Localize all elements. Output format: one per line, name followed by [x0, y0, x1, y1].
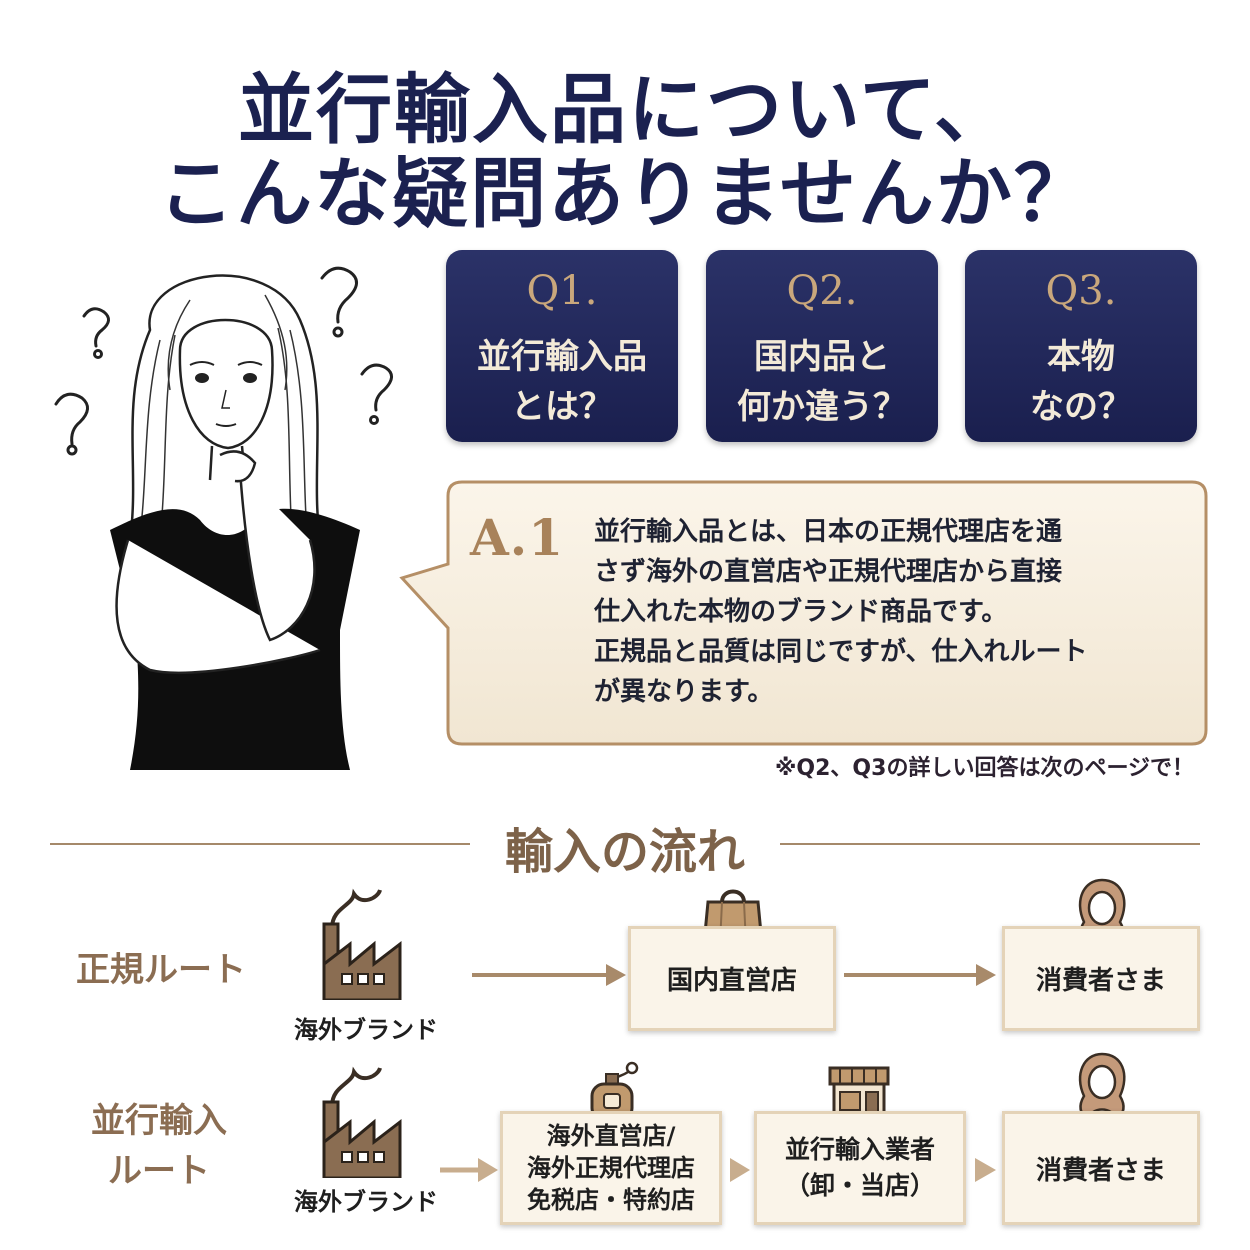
overseas-brand-label: 海外ブランド — [294, 1188, 438, 1216]
question-text-line1: 国内品と — [754, 337, 890, 377]
answer-label: A.1 — [470, 508, 564, 567]
answer-line: さず海外の直営店や正規代理店から直接 — [594, 557, 1063, 587]
question-text-line1: 並行輸入品 — [477, 337, 647, 377]
question-number: Q2. — [786, 268, 858, 314]
question-text-line2: とは？ — [511, 387, 613, 427]
question-number: Q3. — [1045, 268, 1117, 314]
factory-icon — [322, 888, 402, 1000]
question-text: 国内品と 何か違う？ — [712, 332, 932, 432]
answer-line: 並行輸入品とは、日本の正規代理店を通 — [594, 517, 1063, 547]
chevron-right-icon — [730, 1158, 750, 1182]
parallel-route-label-line2: ルート — [108, 1151, 210, 1191]
consumer-label: 消費者さま — [1035, 966, 1166, 996]
importer-line: （卸・当店） — [784, 1171, 935, 1200]
domestic-store-box: 国内直営店 — [628, 926, 836, 1031]
next-page-note: ※Q2、Q3の詳しい回答は次のページで！ — [775, 756, 1194, 781]
consumer-box-official: 消費者さま — [1002, 926, 1200, 1031]
overseas-store-line: 免税店・特約店 — [527, 1186, 695, 1214]
divider-right — [780, 843, 1200, 845]
question-text: 本物 なの？ — [971, 332, 1191, 432]
arrow-right-icon — [844, 964, 996, 986]
consumer-box-parallel: 消費者さま — [1002, 1111, 1200, 1225]
overseas-store-box: 海外直営店/ 海外正規代理店 免税店・特約店 — [500, 1111, 722, 1225]
page-title-line2: こんな疑問ありませんか？ — [158, 149, 1092, 238]
answer-line: 仕入れた本物のブランド商品です。 — [594, 597, 1008, 627]
page-title-line1: 並行輸入品について、 — [238, 65, 1012, 154]
answer-text: 並行輸入品とは、日本の正規代理店を通 さず海外の直営店や正規代理店から直接 仕入… — [594, 512, 1184, 712]
thinking-woman-illustration — [54, 266, 393, 770]
arrow-right-icon — [472, 964, 626, 986]
parallel-route-label: 並行輸入 ルート — [64, 1096, 254, 1196]
factory-icon — [322, 1066, 402, 1178]
arrow-right-icon — [440, 1158, 498, 1182]
consumer-label: 消費者さま — [1035, 1155, 1166, 1186]
parallel-importer-box: 並行輸入業者 （卸・当店） — [754, 1111, 966, 1225]
question-text-line2: 何か違う？ — [737, 387, 907, 427]
overseas-store-line: 海外正規代理店 — [527, 1154, 695, 1182]
question-mark-icon — [54, 266, 393, 456]
importer-line: 並行輸入業者 — [784, 1135, 935, 1164]
domestic-store-label: 国内直営店 — [666, 966, 797, 996]
answer-speech-bubble — [399, 480, 1208, 746]
chevron-right-icon — [975, 1158, 996, 1182]
question-number: Q1. — [526, 268, 598, 314]
question-card-q3: Q3. 本物 なの？ — [965, 250, 1197, 442]
question-text: 並行輸入品 とは？ — [452, 332, 672, 432]
parallel-route-label-line1: 並行輸入 — [91, 1101, 227, 1141]
question-text-line2: なの？ — [1030, 387, 1132, 427]
divider-left — [50, 843, 470, 845]
question-card-q2: Q2. 国内品と 何か違う？ — [706, 250, 938, 442]
question-text-line1: 本物 — [1047, 337, 1115, 377]
answer-line: 正規品と品質は同じですが、仕入れルート — [594, 637, 1088, 667]
official-route-label: 正規ルート — [76, 950, 246, 990]
flow-section-title: 輸入の流れ — [504, 824, 745, 880]
question-card-q1: Q1. 並行輸入品 とは？ — [446, 250, 678, 442]
answer-line: が異なります。 — [594, 677, 774, 707]
overseas-brand-label: 海外ブランド — [294, 1016, 438, 1044]
overseas-store-line: 海外直営店/ — [546, 1122, 676, 1150]
